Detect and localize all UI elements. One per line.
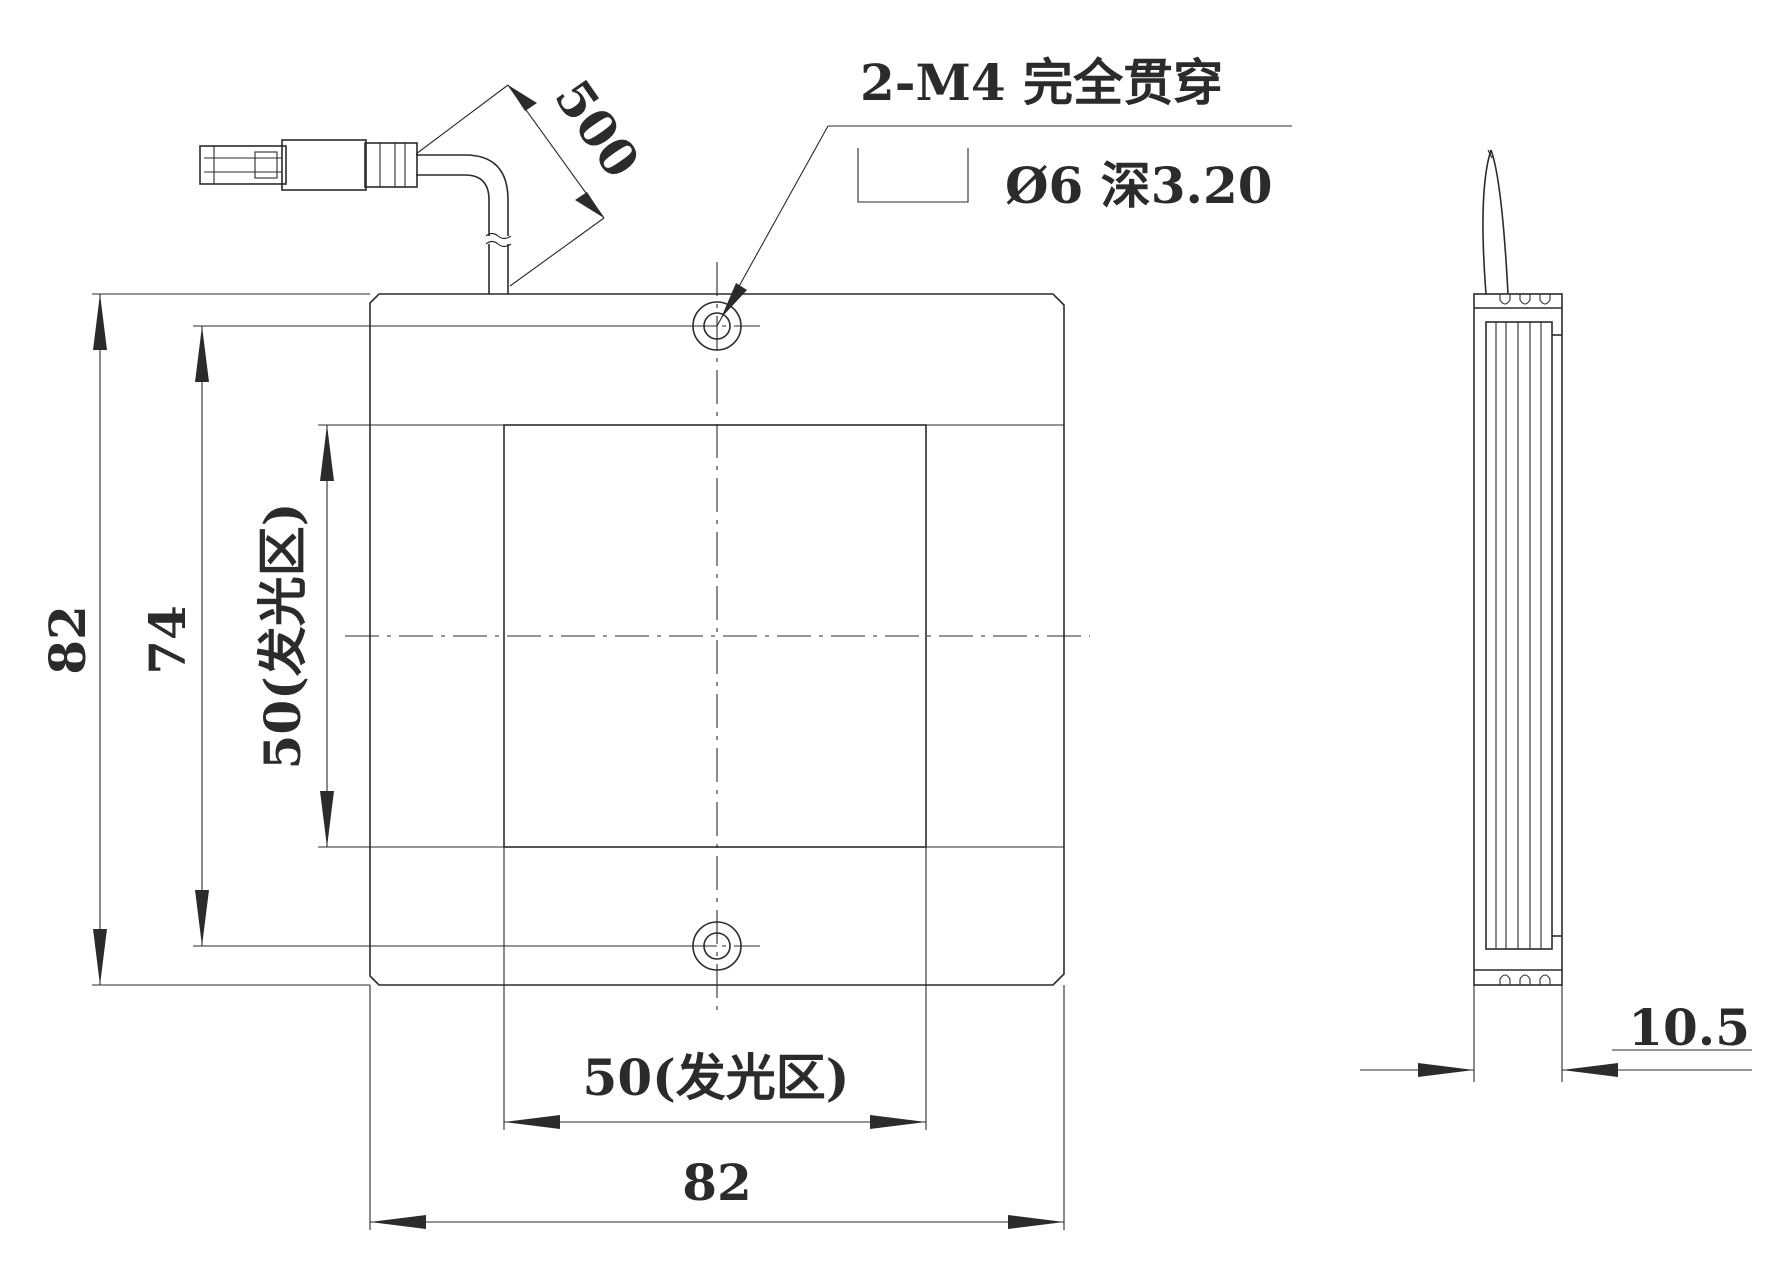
side-view [1360, 149, 1752, 1082]
dim-emitting-width [504, 1115, 926, 1129]
dim-emitting-height [318, 424, 370, 848]
dim-overall-width [370, 1215, 1064, 1229]
emitting-height-label: 50(发光区) [253, 503, 312, 770]
plate-outline [369, 293, 1065, 986]
overall-width-label: 82 [682, 1153, 752, 1212]
hole-leader [716, 125, 1292, 327]
connector [199, 139, 418, 191]
dim-thickness [1360, 985, 1752, 1082]
hole-spec-label: 2-M4 完全贯穿 [860, 53, 1223, 112]
emitting-width-label: 50(发光区) [583, 1048, 850, 1107]
side-body [1473, 293, 1563, 986]
overall-height-label: 82 [38, 605, 97, 675]
dim-hole-spacing [193, 325, 717, 947]
thickness-label: 10.5 [1628, 998, 1750, 1057]
front-view [92, 84, 1292, 1230]
hole-spacing-label: 74 [138, 605, 197, 675]
counterbore-spec-label: Ø6 深3.20 [1005, 156, 1273, 215]
dim-overall-height [92, 293, 370, 986]
dim-cable-length [415, 84, 605, 287]
cable-length-label: 500 [543, 69, 651, 188]
cable [416, 154, 512, 294]
